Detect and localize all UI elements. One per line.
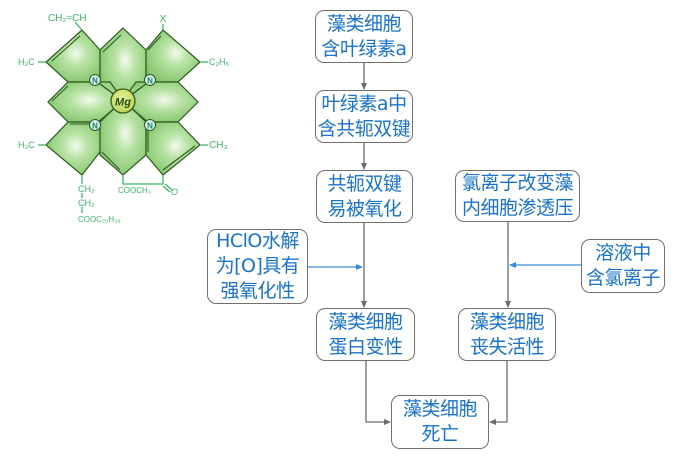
ring-top-right [145, 29, 201, 83]
node-easily-oxidized: 共轭双键 易被氧化 [316, 170, 413, 223]
node-line: 含共轭双键 [317, 117, 411, 140]
substituent-labels: CH₂=CH X H₃C C₂H₅ H₃C CH₃ CH₂ CH₂ COOC₂₀… [18, 13, 229, 224]
chain-ch2-2-label: CH₂ [78, 198, 95, 208]
node-line: 丧失活性 [469, 335, 545, 358]
methyl-upper-label: H₃C [18, 57, 35, 67]
node-line: 死亡 [421, 423, 459, 445]
node-line: 藻类细胞 [326, 12, 402, 35]
phytyl-ester-label: COOC₂₀H₃₉ [78, 215, 121, 224]
node-line: 氯离子改变藻 [461, 172, 574, 194]
node-line: 为[O]具有 [215, 255, 300, 277]
node-algae-contain-chlorophyll: 藻类细胞 含叶绿素a [315, 10, 413, 63]
node-line: 内细胞渗透压 [461, 197, 574, 219]
node-solution-contains-chloride: 溶液中 含氯离子 [581, 239, 665, 293]
ring-top-left [45, 29, 101, 83]
methyl-right-label: CH₃ [209, 140, 228, 151]
chain-ch2-1-label: CH₂ [78, 184, 95, 194]
node-line: 叶绿素a中 [321, 92, 407, 115]
node-line: 溶液中 [595, 242, 651, 264]
x-label: X [160, 14, 167, 25]
node-line: 蛋白变性 [328, 335, 403, 358]
node-line: 强氧化性 [220, 280, 295, 302]
svg-text:N: N [147, 77, 153, 86]
mg-label: Mg [115, 97, 131, 109]
node-line: 藻类细胞 [328, 310, 403, 333]
methyl-ester-label: COOCH₃ [118, 186, 151, 195]
node-line: 含叶绿素a [321, 37, 407, 60]
node-line: 易被氧化 [327, 197, 402, 220]
svg-text:N: N [92, 122, 98, 131]
nitrogen-atom: N [89, 74, 101, 86]
svg-text:N: N [92, 77, 98, 86]
node-chloride-osmotic-pressure: 氯离子改变藻 内细胞渗透压 [455, 170, 580, 222]
node-line: HClO水解 [216, 230, 299, 252]
chlorophyll-molecule-diagram: Mg N N N N CH₂ [18, 13, 229, 224]
arrow-inactivation-to-death [489, 361, 508, 425]
nitrogen-atom: N [144, 119, 156, 131]
keto-oxygen-label: O [171, 187, 178, 197]
node-chlorophyll-conjugated-bonds: 叶绿素a中 含共轭双键 [315, 90, 413, 143]
nitrogen-atoms: N N N N [89, 74, 156, 131]
ethyl-label: C₂H₅ [209, 57, 229, 67]
node-hclo-strong-oxidizer: HClO水解 为[O]具有 强氧化性 [207, 229, 308, 304]
node-loss-of-activity: 藻类细胞 丧失活性 [458, 308, 556, 361]
arrow-denature-to-death [365, 361, 391, 425]
node-line: 藻类细胞 [469, 310, 545, 333]
node-line: 藻类细胞 [402, 398, 478, 420]
svg-text:N: N [147, 122, 153, 131]
vinyl-label: CH₂=CH [48, 13, 87, 24]
node-algae-cell-death: 藻类细胞 死亡 [391, 395, 489, 449]
node-line: 共轭双键 [327, 172, 402, 195]
substituent-bonds [38, 21, 208, 213]
methyl-lower-label: H₃C [18, 140, 35, 150]
nitrogen-atom: N [144, 74, 156, 86]
nitrogen-atom: N [89, 119, 101, 131]
node-line: 含氯离子 [585, 267, 661, 289]
magnesium-atom: Mg [110, 88, 136, 114]
ring-bottom-right [145, 121, 201, 176]
node-protein-denaturation: 藻类细胞 蛋白变性 [316, 308, 415, 361]
